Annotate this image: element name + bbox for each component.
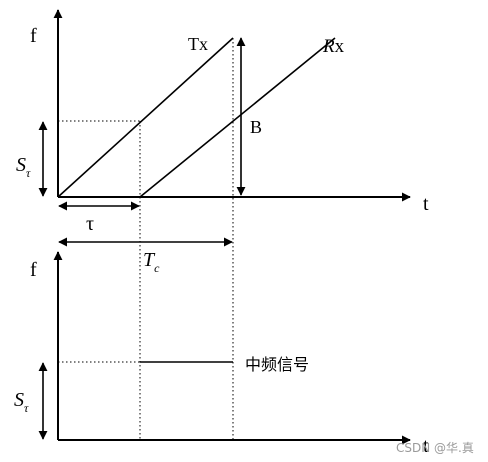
if-signal-label: 中频信号 [245,355,309,374]
slope-label-top: Sτ [16,154,31,180]
slope-label-bottom: Sτ [14,389,29,415]
bottom-y-axis-label: f [30,259,37,281]
watermark-text: CSDN @华.真 [396,441,474,455]
top-y-axis-label: f [30,25,37,47]
top-chart: f t Tx Rx B Sτ τ Tc [16,9,429,440]
top-x-axis-label: t [423,193,429,215]
tau-label: τ [86,213,94,235]
tc-label: Tc [143,249,160,275]
tx-chirp-line [57,37,234,198]
rx-label: Rx [322,36,345,57]
bottom-chart: f t 中频信号 Sτ [14,251,429,457]
tx-label: Tx [188,34,208,54]
rx-chirp-line [139,37,336,198]
bottom-x-axis-label: t [423,435,429,457]
bandwidth-label: B [250,117,262,137]
